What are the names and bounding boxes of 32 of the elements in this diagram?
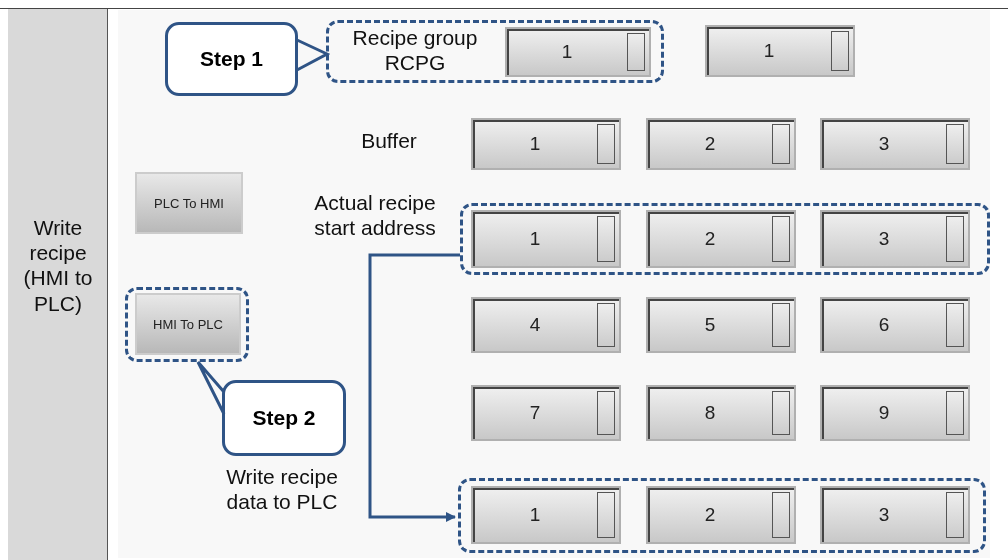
number-field: 1 bbox=[471, 486, 621, 544]
number-field: 1 bbox=[471, 118, 621, 170]
number-field: 9 bbox=[820, 385, 970, 441]
dashed-group bbox=[326, 20, 664, 83]
number-field: 4 bbox=[471, 297, 621, 353]
step-note: Write recipe data to PLC bbox=[225, 464, 339, 515]
dashed-group bbox=[460, 203, 990, 275]
row-heading: Write recipe (HMI to PLC) bbox=[22, 215, 94, 316]
field-caption: Actual recipe start address bbox=[313, 190, 437, 241]
arrow bbox=[368, 253, 460, 522]
number-field: 7 bbox=[471, 385, 621, 441]
number-field: 3 bbox=[820, 210, 970, 268]
number-field: 3 bbox=[820, 118, 970, 170]
field-caption: Buffer bbox=[360, 128, 418, 154]
number-field: 1 bbox=[471, 210, 621, 268]
number-field: 1 bbox=[705, 25, 855, 77]
button: HMI To PLC bbox=[135, 293, 241, 355]
group-title: Recipe group RCPG bbox=[351, 25, 479, 76]
number-field: 5 bbox=[646, 297, 796, 353]
button: PLC To HMI bbox=[135, 172, 243, 234]
number-field: 2 bbox=[646, 486, 796, 544]
dashed-group bbox=[125, 287, 249, 362]
number-field: 1 bbox=[505, 27, 651, 77]
number-field: 2 bbox=[646, 118, 796, 170]
number-field: 6 bbox=[820, 297, 970, 353]
callout-pointer bbox=[295, 38, 331, 72]
callout-box: Step 1 bbox=[165, 22, 298, 96]
number-field: 2 bbox=[646, 210, 796, 268]
number-field: 3 bbox=[820, 486, 970, 544]
dashed-group bbox=[458, 478, 986, 553]
callout-box: Step 2 bbox=[222, 380, 346, 456]
number-field: 8 bbox=[646, 385, 796, 441]
